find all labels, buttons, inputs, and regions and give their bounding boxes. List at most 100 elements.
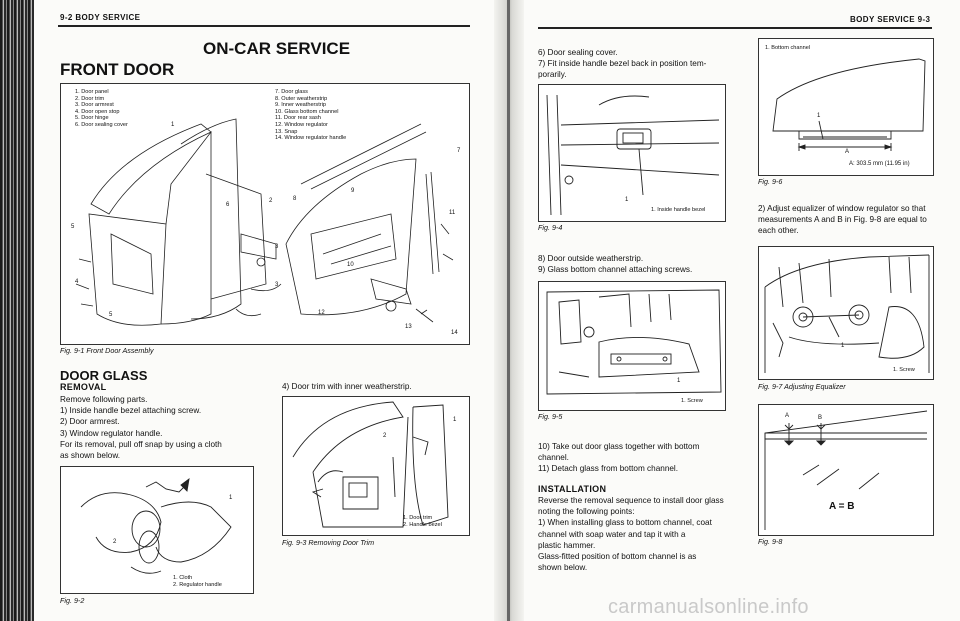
text-line: noting the following points: [538,507,635,517]
fig6-callout: 1 [817,113,821,119]
fig4-callout: 1 [625,197,629,203]
legend-item: 9. Inner weatherstrip [275,102,326,109]
legend-item: 1. Door panel [75,89,109,95]
subsection-title: FRONT DOOR [60,60,175,79]
fig8-callout-a: A [785,413,790,419]
fig3-legend: 1. Door trim 2. Handle bezel [403,515,442,528]
fig1-callout: 5 [71,224,75,230]
glass-channel-drawing [772,58,926,151]
text-line: measurements A and B in Fig. 9-8 are equ… [758,215,927,225]
watermark: carmanualsonline.info [608,596,809,618]
fig3-callout: 1 [453,417,457,423]
fig-9-6-caption: Fig. 9-6 [758,177,783,186]
text-line: 9) Glass bottom channel attaching screws… [538,265,693,275]
legend-item: 1. Door trim [403,515,433,521]
fig1-callout: 14 [451,330,458,336]
legend-item: 6. Door sealing cover [75,121,128,128]
left-binding-edge [0,0,34,621]
fig-9-1-front-door-assembly: 1. Door panel 2. Door trim 3. Door armre… [60,83,470,345]
text-line: Reverse the removal sequence to install … [538,496,724,505]
removal-step-4: 4) Door trim with inner weatherstrip. [282,381,412,392]
text-line: 6) Door sealing cover. [538,48,618,57]
text-line: 7) Fit inside handle bezel back in posit… [538,59,707,69]
fig-9-3-removing-door-trim: 1 2 1. Door trim 2. Handle bezel [282,396,470,536]
fig1-callout: 4 [75,279,79,285]
fig2-callout: 1 [229,495,233,501]
installation-title: INSTALLATION [538,484,607,494]
legend-item: 3. Door armrest [75,102,114,109]
fig-9-7-adjusting-equalizer: 1 1. Screw [758,246,934,380]
legend-item: 5. Door hinge [75,115,109,122]
fig-9-5-caption: Fig. 9-5 [538,412,563,421]
fig5-legend: 1. Screw [681,398,703,405]
removal-title: REMOVAL [60,382,107,392]
text-line: as shown below. [60,451,121,461]
text-line: 2) Adjust equalizer of window regulator … [758,204,926,213]
installation-steps: Reverse the removal sequence to install … [538,495,724,573]
legend-item: 12. Window regulator [275,121,328,128]
text-line: shown below. [538,563,588,573]
channel-screws-drawing [546,289,722,395]
fig1-legend-right: 7. Door glass 8. Outer weatherstrip 9. I… [275,89,346,142]
text-line: channel with soap water and tap it with … [538,529,686,539]
fig-9-8-caption: Fig. 9-8 [758,537,783,546]
legend-item: 1. Screw [681,398,703,404]
fig8-callout-b: B [818,415,823,421]
door-glass-title: DOOR GLASS [60,368,148,383]
fig1-callout: 12 [318,310,325,316]
fig-9-1-caption: Fig. 9-1 Front Door Assembly [60,346,154,355]
legend-item: 7. Door glass [275,89,308,95]
fig-9-3-caption: Fig. 9-3 Removing Door Trim [282,538,375,547]
handle-removal-drawing [80,477,232,574]
legend-item: 10. Glass bottom channel [275,108,339,115]
fig5-callout: 1 [677,378,681,384]
text-line: plastic hammer. [538,540,596,550]
right-header-rule [538,27,932,29]
fig1-legend-left: 1. Door panel 2. Door trim 3. Door armre… [75,89,128,129]
fig6-dimension: A: 303.5 mm (11.95 in) [849,161,910,167]
legend-item: 2. Regulator handle [173,581,222,588]
text-line: 2) Door armrest. [60,417,120,427]
text-line: 4) Door trim with inner weatherstrip. [282,382,412,391]
fig1-callout: 9 [351,188,355,194]
legend-item: 4. Door open stop [75,108,120,115]
legend-item: 1. Screw [893,367,915,373]
legend-item: 11. Door rear sash [275,115,321,122]
door-trim-drawing [292,401,449,528]
fig1-callout: 6 [226,202,230,208]
text-line: porarily. [538,70,567,80]
legend-item: 8. Outer weatherstrip [275,95,328,102]
legend-item: 2. Handle bezel [403,521,442,528]
fig1-callout: 2 [269,198,273,204]
left-page-header: 9-2 BODY SERVICE [60,13,141,22]
text-line: 8) Door outside weatherstrip. [538,254,644,263]
legend-item: 1. Cloth [173,575,193,581]
fig-9-8-measurement-a-b: A B A = B [758,404,934,536]
fig7-legend: 1. Screw [893,367,915,374]
right-page-header: BODY SERVICE 9-3 [850,15,931,24]
text-line: 3) Window regulator handle. [60,428,163,438]
fig1-callout: 11 [449,210,456,216]
fig1-callout: 10 [347,262,354,268]
center-gutter [494,0,524,621]
fig2-callout: 2 [113,539,117,545]
installation-step-2: 2) Adjust equalizer of window regulator … [758,203,927,237]
fig8-equation: A = B [829,501,855,512]
equalizer-drawing [764,254,930,373]
fig1-callout: 3 [275,244,279,250]
fig-9-2-caption: Fig. 9-2 [60,596,85,605]
fig-9-4-inside-handle-bezel: 1 1. Inside handle bezel [538,84,726,222]
text-line: 1) When installing glass to bottom chann… [538,518,712,528]
text-line: 1) Inside handle bezel attaching screw. [60,406,202,416]
fig3-callout: 2 [383,433,387,439]
steps-8-9: 8) Door outside weatherstrip. 9) Glass b… [538,253,692,275]
fig1-callout: 8 [293,196,297,202]
legend-item: 13. Snap [275,128,298,135]
fig7-callout: 1 [841,343,845,349]
fig1-callout: 5 [109,312,113,318]
fig6-callout: A [845,149,850,155]
text-line: each other. [758,226,799,236]
text-line: 10) Take out door glass together with bo… [538,442,700,451]
fig-9-4-caption: Fig. 9-4 [538,223,563,232]
